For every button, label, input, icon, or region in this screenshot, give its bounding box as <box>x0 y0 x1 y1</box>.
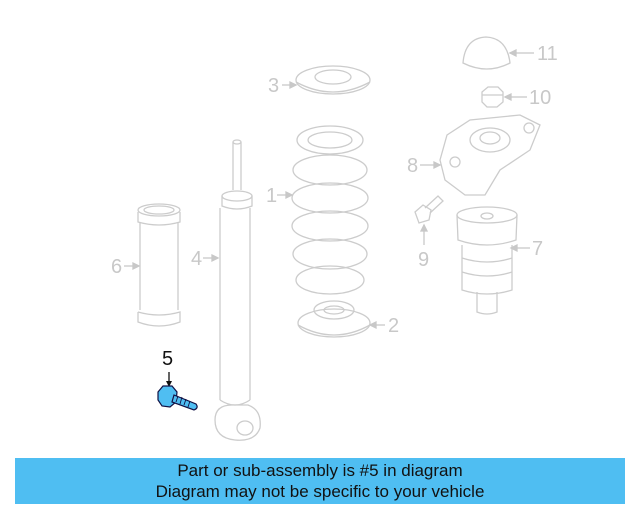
bolt-part-9 <box>414 195 444 224</box>
callout-6: 6 <box>111 256 123 278</box>
lower-spring-seat-part-2 <box>297 300 371 338</box>
upper-spring-seat-part-3 <box>295 65 371 95</box>
bump-stop-part-7 <box>456 206 518 315</box>
bolt-part-5-highlighted[interactable] <box>157 372 198 411</box>
coil-spring-part-1 <box>291 125 369 295</box>
callout-1: 1 <box>266 185 278 207</box>
callout-10: 10 <box>529 87 552 109</box>
info-banner: Part or sub-assembly is #5 in diagram Di… <box>15 458 625 504</box>
callout-7: 7 <box>532 238 544 260</box>
banner-line-1: Part or sub-assembly is #5 in diagram <box>177 461 463 480</box>
callout-5: 5 <box>162 348 174 370</box>
callout-2: 2 <box>388 315 400 337</box>
banner-line-2: Diagram may not be specific to your vehi… <box>155 482 485 501</box>
callout-3: 3 <box>268 75 280 97</box>
callout-9: 9 <box>418 249 430 271</box>
strut-mount-part-8 <box>439 114 541 196</box>
callout-8: 8 <box>407 155 419 177</box>
dust-boot-part-6 <box>137 203 181 327</box>
cap-part-11 <box>462 36 511 70</box>
shock-absorber-part-4 <box>214 139 261 441</box>
nut-part-10 <box>481 86 504 108</box>
callout-4: 4 <box>191 248 203 270</box>
callout-11: 11 <box>537 43 558 65</box>
